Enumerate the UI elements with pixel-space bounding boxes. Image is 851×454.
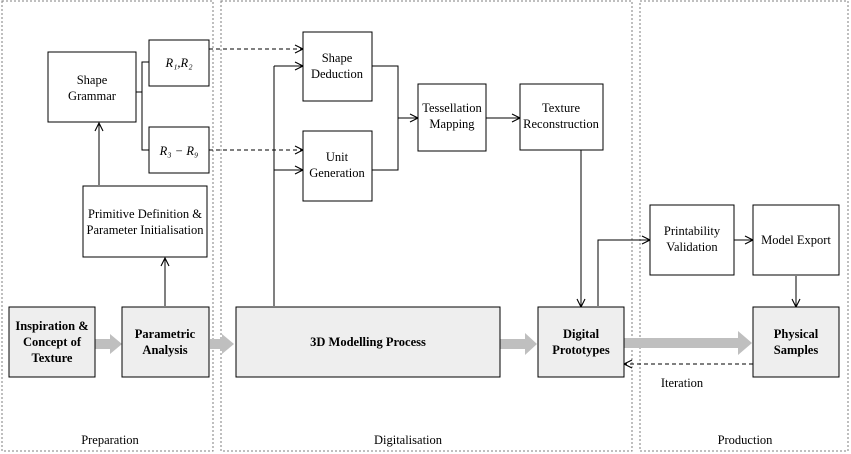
inspiration-label: Concept of [23, 335, 82, 349]
shape-deduction-label: Deduction [311, 67, 364, 81]
flow-arrow-4 [624, 331, 752, 355]
rule-r1-r2-box: R₁,R₂ [148, 39, 210, 87]
modelling-process-box: 3D Modelling Process [235, 306, 501, 378]
section-production-label: Production [718, 433, 774, 447]
model-export-label: Model Export [761, 233, 831, 247]
texture-reconstruction-label: Reconstruction [523, 117, 599, 131]
shape-grammar-label: Grammar [68, 89, 117, 103]
printability-validation-label: Printability [664, 224, 721, 238]
section-digitalisation-frame [220, 0, 633, 452]
parametric-analysis-box: Parametric Analysis [121, 306, 210, 378]
shape-grammar-label: Shape [77, 73, 108, 87]
rule-r1-r2-label: R₁,R₂ [164, 56, 193, 70]
physical-samples-label: Physical [774, 327, 819, 341]
modelling-process-label: 3D Modelling Process [310, 335, 426, 349]
model-export-box: Model Export [752, 204, 840, 276]
parametric-analysis-label: Parametric [135, 327, 196, 341]
shape-deduction-box: Shape Deduction [302, 31, 373, 102]
tessellation-mapping-box: Tessellation Mapping [417, 83, 487, 152]
unit-generation-label: Generation [309, 166, 365, 180]
unit-generation-label: Unit [326, 150, 349, 164]
connectors [99, 49, 796, 364]
physical-samples-label: Samples [774, 343, 819, 357]
rule-r3-r9-label: R₃ − R₉ [159, 144, 199, 158]
iteration-label: Iteration [661, 376, 704, 390]
parametric-analysis-label: Analysis [142, 343, 187, 357]
digital-prototypes-label: Prototypes [552, 343, 610, 357]
inspiration-label: Texture [32, 351, 73, 365]
tessellation-mapping-label: Mapping [429, 117, 475, 131]
printability-validation-box: Printability Validation [649, 204, 735, 276]
physical-samples-box: Physical Samples [752, 306, 840, 378]
shape-deduction-label: Shape [322, 51, 353, 65]
inspiration-box: Inspiration & Concept of Texture [8, 306, 96, 378]
digital-prototypes-label: Digital [563, 327, 600, 341]
rule-r3-r9-box: R₃ − R₉ [148, 126, 210, 174]
flow-arrow-3 [500, 333, 537, 355]
primitive-definition-label: Primitive Definition & [88, 207, 202, 221]
texture-reconstruction-box: Texture Reconstruction [519, 83, 604, 151]
shape-grammar-box: Shape Grammar [47, 51, 137, 123]
inspiration-label: Inspiration & [15, 319, 88, 333]
primitive-definition-box: Primitive Definition & Parameter Initial… [82, 185, 208, 258]
section-preparation-label: Preparation [81, 433, 139, 447]
unit-generation-box: Unit Generation [302, 130, 373, 202]
section-digitalisation-label: Digitalisation [374, 433, 443, 447]
primitive-definition-label: Parameter Initialisation [87, 223, 205, 237]
texture-reconstruction-label: Texture [542, 101, 580, 115]
printability-validation-label: Validation [666, 240, 718, 254]
flow-arrow-1 [95, 334, 122, 354]
section-preparation-frame [1, 0, 214, 452]
digital-prototypes-box: Digital Prototypes [537, 306, 625, 378]
section-production-frame [639, 0, 849, 452]
tessellation-mapping-label: Tessellation [422, 101, 482, 115]
main-flow-arrows [95, 331, 752, 355]
flow-arrow-2 [210, 334, 234, 354]
